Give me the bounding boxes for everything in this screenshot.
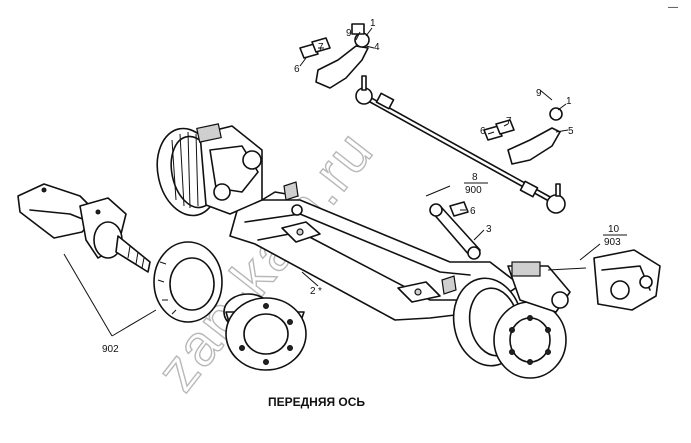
tie-rod: [355, 75, 566, 214]
callouts: 1 9 4 7 6 9 1 7 6 5 6 3 2 * 8 900 10 903…: [102, 18, 627, 355]
callout-6-right: 6: [480, 126, 486, 137]
callout-4: 4: [374, 42, 380, 53]
fraction-10-denominator: 903: [604, 237, 621, 248]
callout-3: 3: [486, 224, 492, 235]
diagram-caption: ПЕРЕДНЯЯ ОСЬ: [268, 395, 365, 409]
right-hub-brake-assembly: [452, 261, 571, 379]
callout-2-asterisk: *: [318, 286, 322, 297]
callout-2: 2: [310, 286, 316, 297]
corner-mark: —: [668, 2, 678, 13]
steering-arm-upper: [299, 23, 370, 89]
callout-7-top: 7: [318, 42, 324, 53]
wheel-hub: [223, 293, 307, 371]
callout-1-top: 1: [370, 18, 376, 29]
leader-lines: [63, 27, 601, 337]
callout-6-link: 6: [470, 206, 476, 217]
callout-5: 5: [568, 126, 574, 137]
link-part: [429, 201, 481, 260]
callout-9-top: 9: [346, 28, 352, 39]
fraction-8-denominator: 900: [465, 185, 482, 196]
callout-9-right: 9: [536, 88, 542, 99]
fraction-8-numerator: 8: [472, 172, 478, 183]
callout-fraction-10-903: 10 903: [603, 224, 627, 248]
fraction-10-numerator: 10: [608, 224, 620, 235]
callout-902: 902: [102, 344, 119, 355]
brake-disc: [153, 241, 223, 323]
left-hub-brake-assembly: [156, 123, 263, 217]
callout-fraction-8-900: 8 900: [464, 172, 488, 196]
steering-arm-right: [483, 107, 563, 165]
brake-caliper: [593, 249, 661, 311]
steering-knuckle-left: [17, 183, 151, 273]
callout-1-right: 1: [566, 96, 572, 107]
callout-7-right: 7: [506, 116, 512, 127]
callout-6-top: 6: [294, 64, 300, 75]
